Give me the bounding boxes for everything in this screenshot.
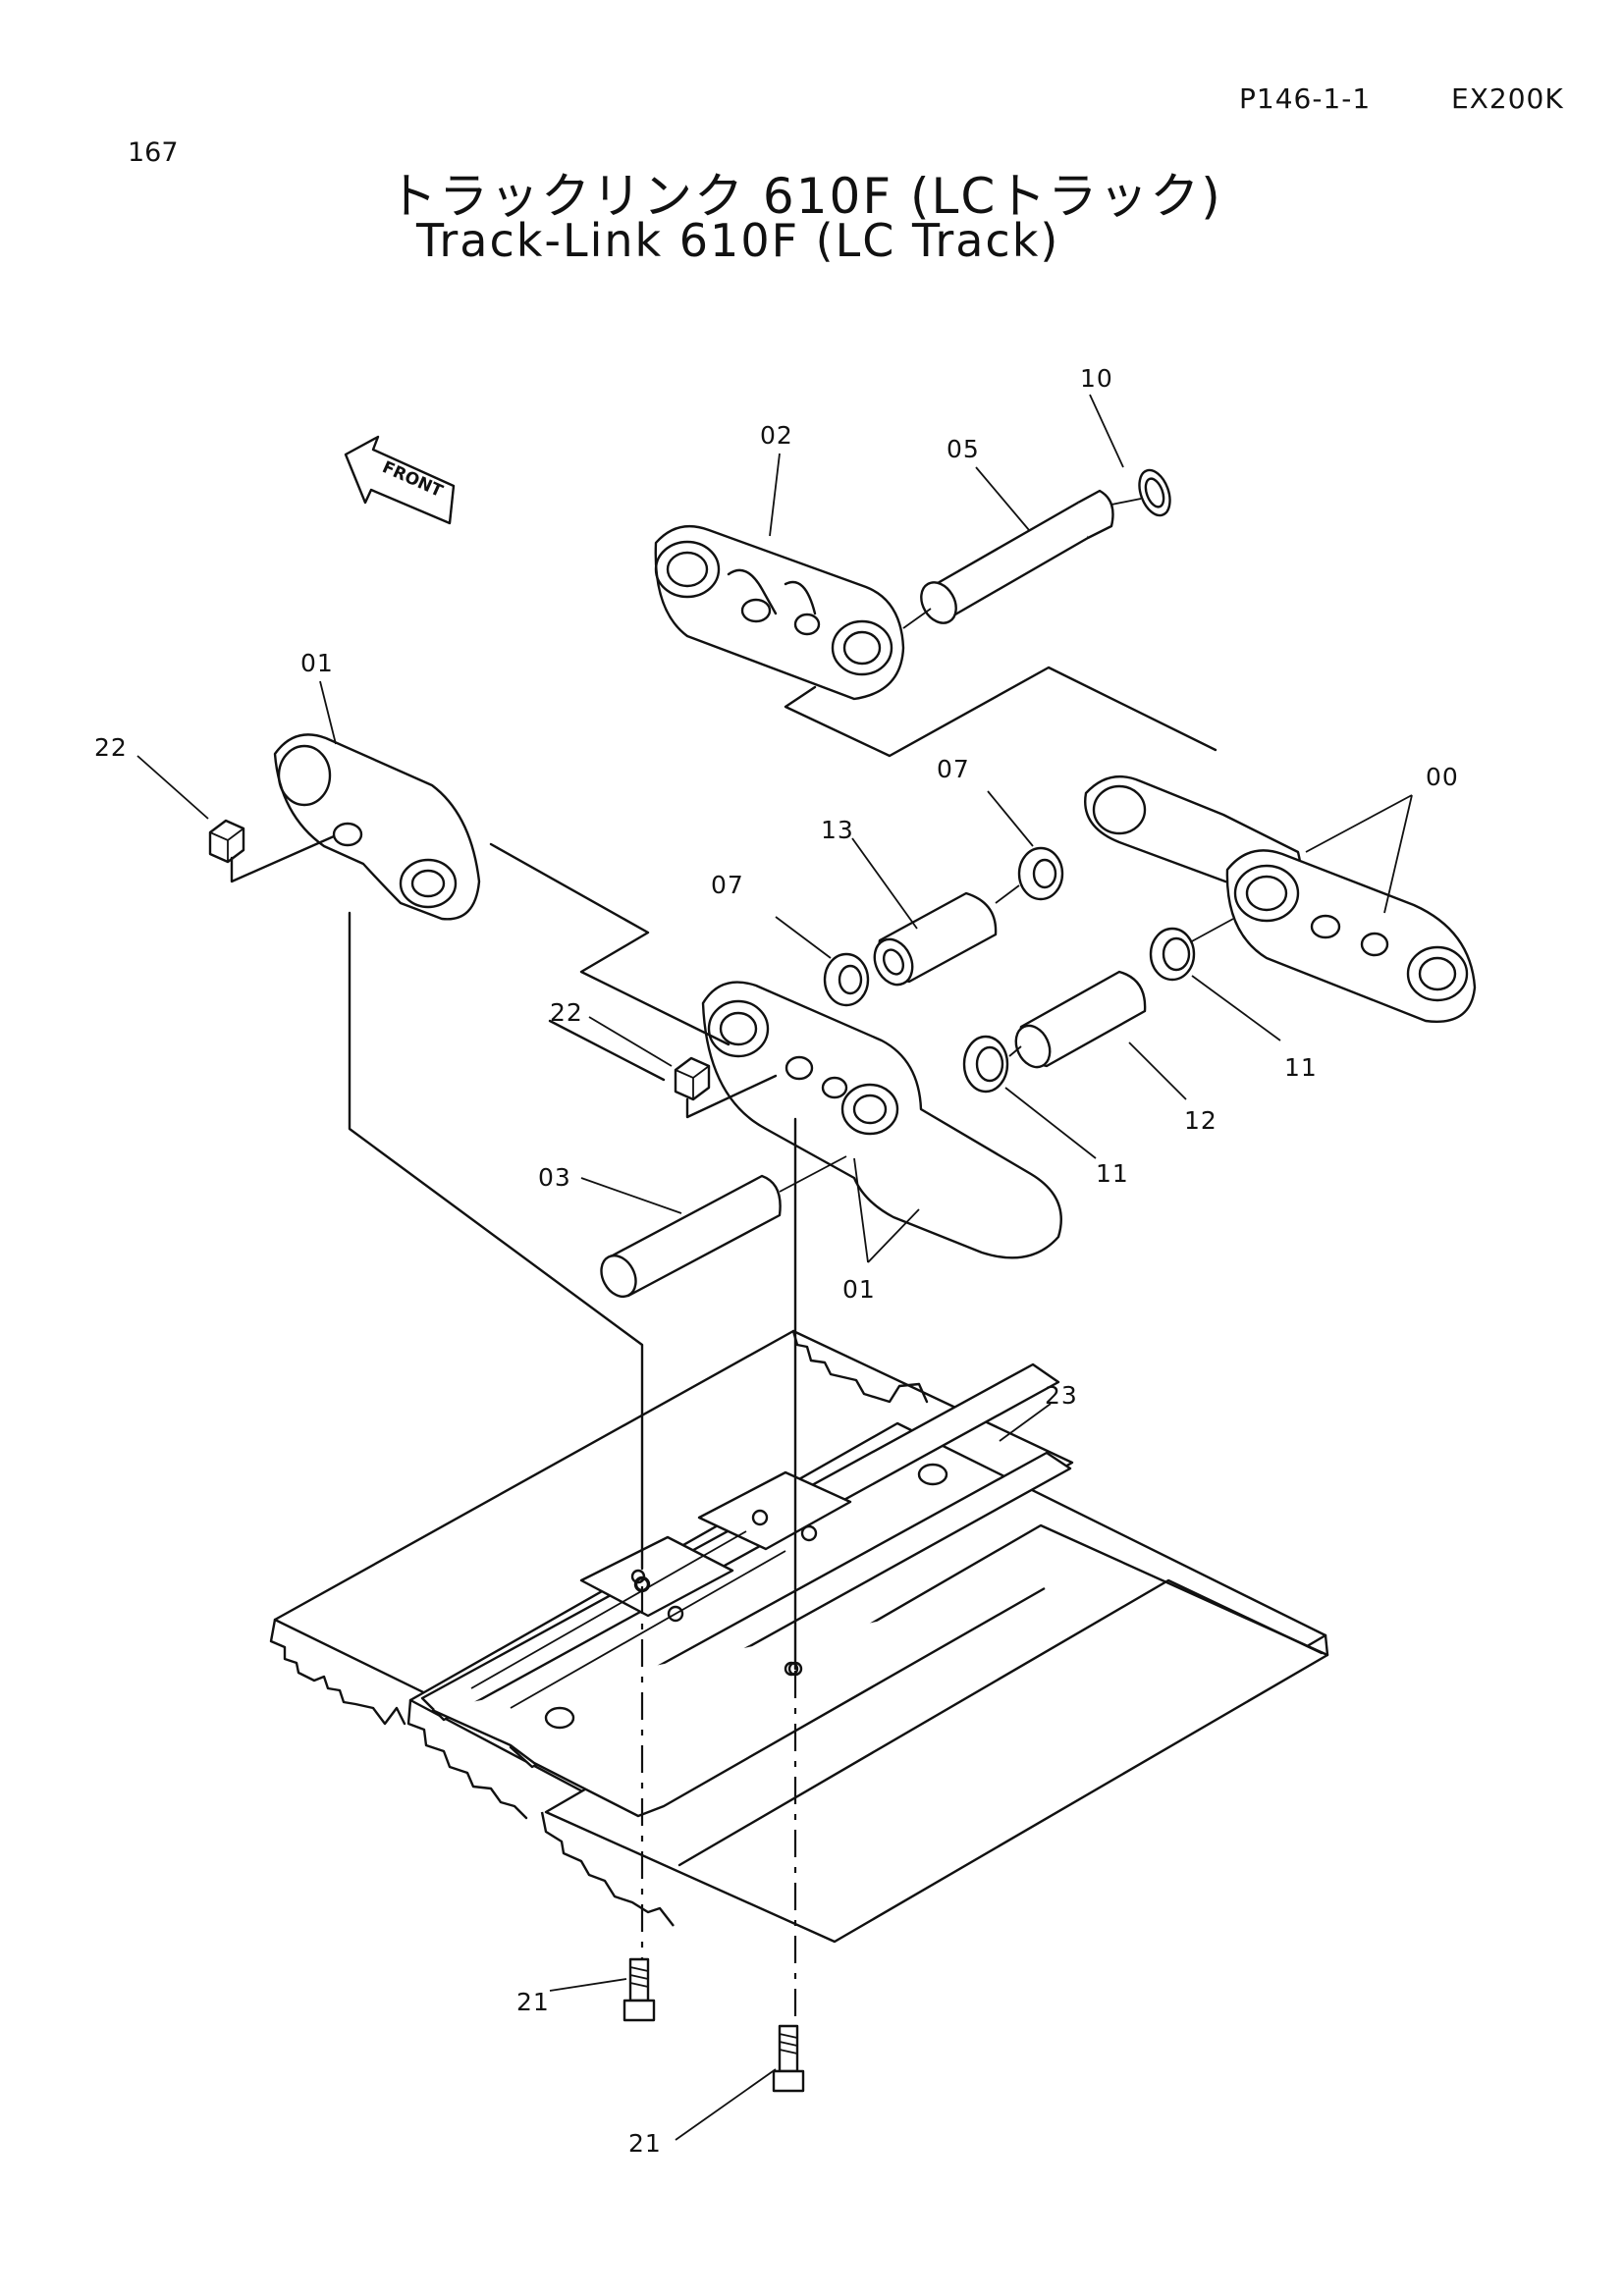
callout-21-upper: 21 (516, 1988, 550, 2016)
callout-10: 10 (1080, 364, 1113, 393)
part-01-link-lower-icon (701, 981, 1062, 1259)
callout-21-lower: 21 (628, 2129, 662, 2158)
page-title-japanese: トラックリンク 610F (LCトラック) (388, 168, 1222, 225)
part-23-track-shoe-icon (269, 1329, 1329, 1944)
part-12-bushing-icon (1014, 918, 1234, 1069)
callout-23: 23 (1045, 1381, 1078, 1410)
assembly-lines (230, 666, 1217, 2026)
part-11-seal-right-icon (1149, 927, 1196, 982)
part-01-link-upper-icon (273, 733, 481, 921)
part-07-seal-right-icon (1017, 846, 1064, 901)
callout-01-bottom: 01 (842, 1275, 876, 1304)
callout-12: 12 (1184, 1106, 1217, 1135)
callout-11-right: 11 (1284, 1053, 1318, 1082)
part-21-bolt-lower-icon (772, 2024, 805, 2093)
page-title-english: Track-Link 610F (LC Track) (416, 214, 1060, 267)
part-07-seal-left-icon (823, 952, 870, 1007)
part-21-bolt-upper-icon (622, 1957, 656, 2022)
callout-00: 00 (1426, 763, 1459, 791)
part-22-nut-lower-icon (674, 1056, 711, 1101)
part-00-link-assembly-icon (1084, 774, 1477, 1023)
callout-01-top: 01 (300, 649, 334, 677)
leader-lines (136, 394, 1413, 2141)
front-arrow-icon: FRONT (344, 435, 456, 525)
part-05-pin-icon (902, 489, 1142, 629)
part-10-snap-ring-icon (1138, 468, 1171, 517)
callout-labels: 10 02 05 01 22 07 00 13 07 22 11 12 11 0… (94, 364, 1459, 2158)
part-02-link-icon (654, 525, 905, 701)
callout-03: 03 (538, 1163, 571, 1192)
callout-13: 13 (821, 816, 854, 844)
part-22-nut-upper-icon (208, 819, 245, 864)
callout-05: 05 (947, 435, 980, 463)
callout-07-left: 07 (711, 871, 744, 899)
part-13-bushing-icon (873, 884, 1020, 987)
callout-02: 02 (760, 421, 793, 450)
callout-22-mid: 22 (550, 998, 583, 1027)
page-number: 167 (128, 137, 179, 168)
part-11-seal-left-icon (962, 1035, 1022, 1094)
part-03-pin-icon (600, 1155, 847, 1299)
callout-11-left: 11 (1096, 1159, 1129, 1188)
callout-22-top: 22 (94, 733, 128, 762)
page-code: P146-1-1 (1239, 82, 1372, 115)
callout-07-right: 07 (937, 755, 970, 783)
model-code: EX200K (1451, 82, 1564, 115)
